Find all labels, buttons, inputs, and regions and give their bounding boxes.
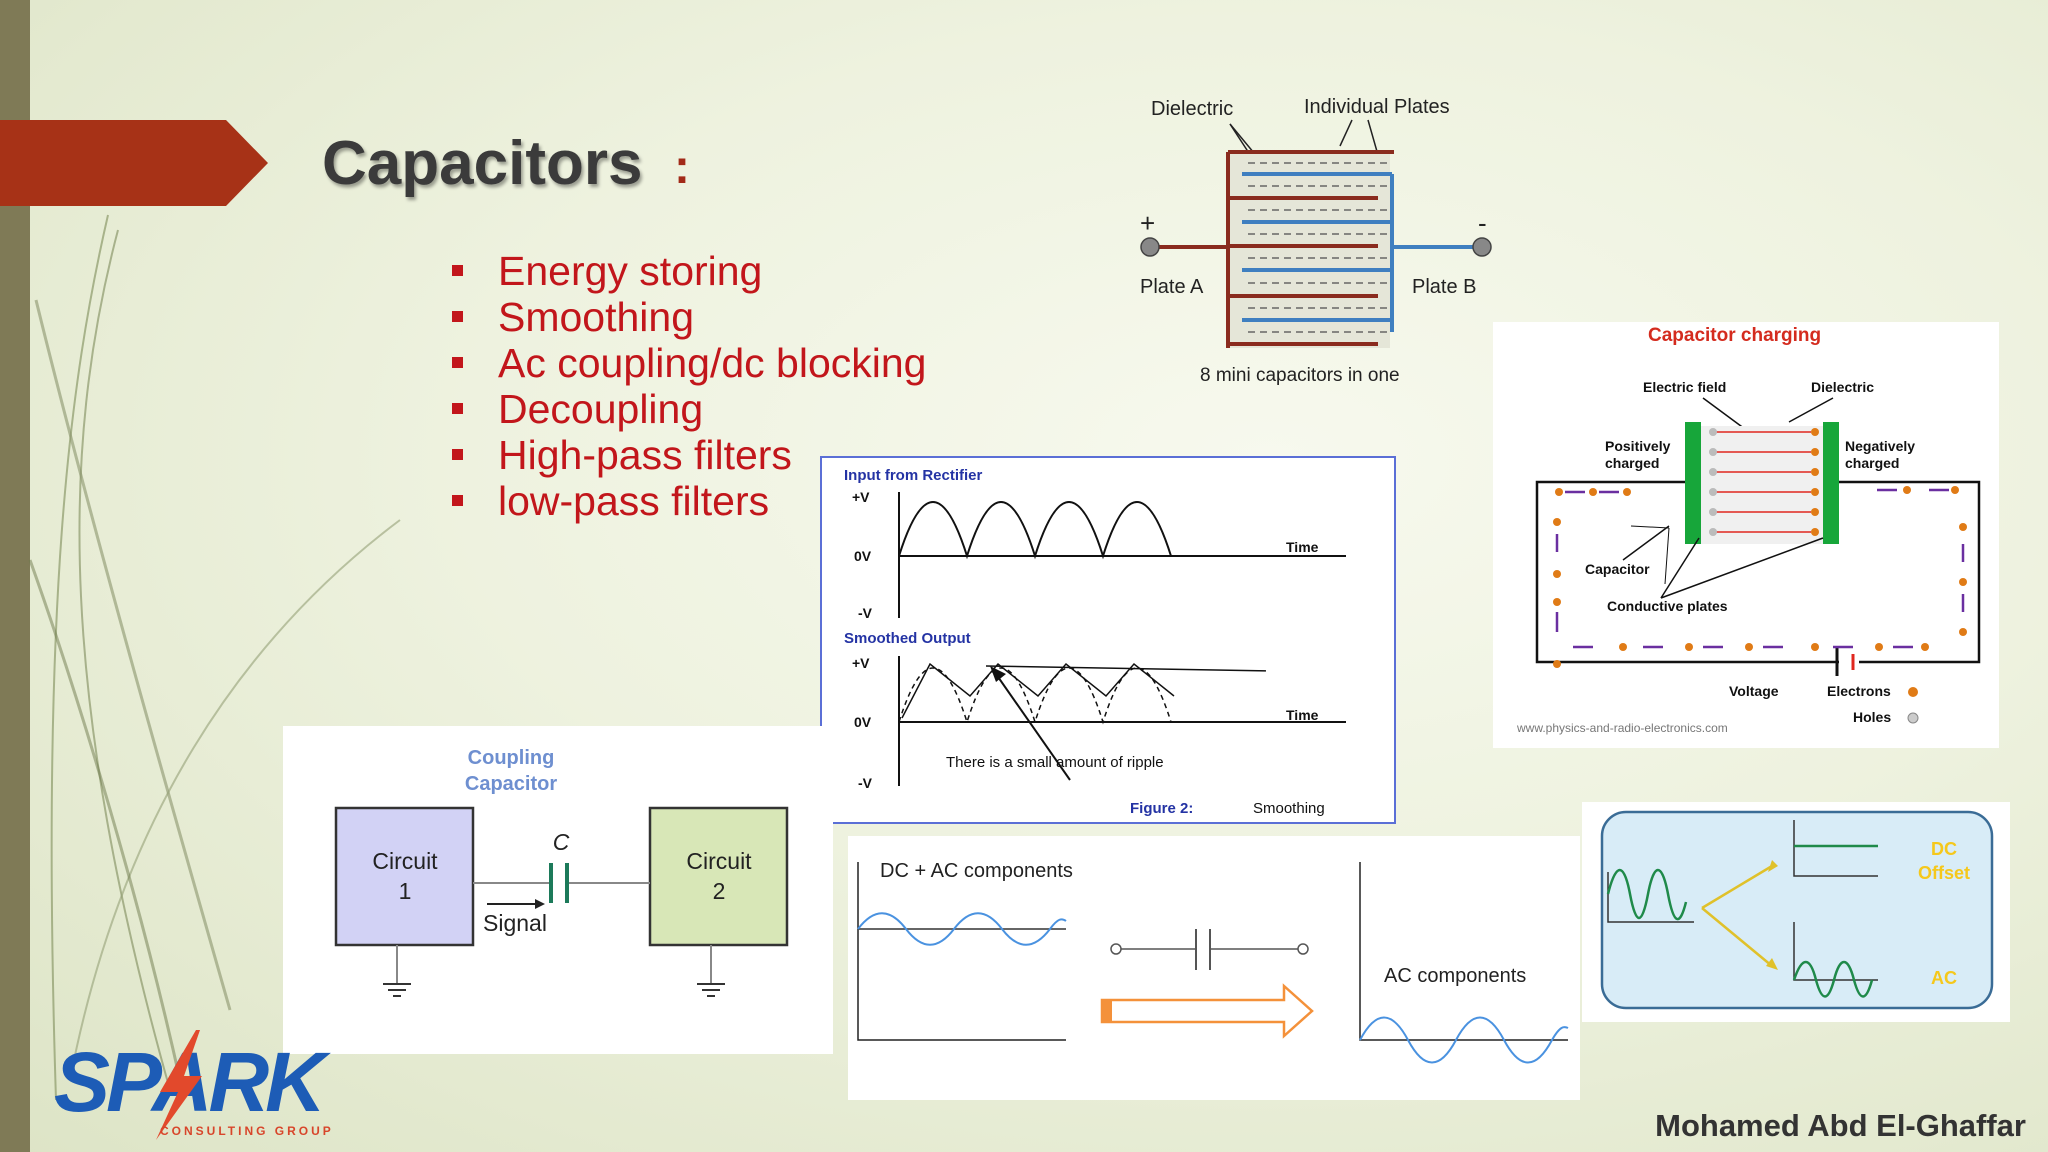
ripple-note: There is a small amount of ripple [946,754,1164,771]
dc-offset-ac-diagram: DC Offset AC [1582,802,2010,1022]
circuit1-label-2: 1 [399,878,412,904]
plate-b-label: Plate B [1412,276,1476,298]
bullet-marker-icon [452,357,463,368]
ac-label: AC [1931,968,1957,988]
signal-label: Signal [483,910,547,936]
circuit2-label-2: 2 [713,878,726,904]
title-arrow-banner [0,120,268,206]
bullet-item: Decoupling [448,386,926,432]
plate-a-label: Plate A [1140,276,1204,298]
circuit2-label-1: Circuit [686,848,752,874]
negatively-label-2: charged [1845,455,1899,471]
capacitor-label: Capacitor [1585,561,1650,577]
output-title: Smoothed Output [844,630,971,647]
title-colon: : [674,141,690,194]
bullet-marker-icon [452,311,463,322]
bullet-item: High-pass filters [448,432,926,478]
electric-field-label: Electric field [1643,379,1726,395]
plus-v-label-top: +V [852,489,870,505]
bullet-item: Ac coupling/dc blocking [448,340,926,386]
plus-label: + [1140,208,1155,238]
coupling-title-1: Coupling [468,747,555,769]
author-name: Mohamed Abd El-Ghaffar [1655,1108,2026,1143]
dc-ac-blocking-diagram: DC + AC components AC components [848,836,1580,1100]
bullet-text: Energy storing [498,248,763,294]
bullet-text: High-pass filters [498,432,792,478]
time-label-top: Time [1286,539,1319,555]
minus-label: - [1478,208,1487,238]
dc-ac-components-label: DC + AC components [880,860,1073,882]
capacitor-c-label: C [553,829,570,855]
decorative-grass-lines [28,214,401,1101]
positively-label-1: Positively [1605,438,1671,454]
voltage-label: Voltage [1729,683,1779,699]
slide-title: Capacitors [322,129,643,198]
dielectric-label: Dielectric [1811,379,1874,395]
zero-v-label-bottom: 0V [854,714,872,730]
coupling-capacitor-diagram: Coupling Capacitor Circuit 1 Circuit 2 C… [283,726,833,1054]
conductive-plates-label: Conductive plates [1607,598,1728,614]
plates-diagram: Dielectric Individual Plates + - Plate A… [1140,96,1492,386]
bullet-item: Smoothing [448,294,926,340]
dc-offset-label-2: Offset [1918,863,1970,883]
figure-label: Figure 2: [1130,800,1193,817]
plus-v-label-bottom: +V [852,655,870,671]
electrons-label: Electrons [1827,683,1891,699]
figure-caption: Smoothing [1253,800,1325,817]
individual-plates-label: Individual Plates [1304,96,1450,118]
holes-label: Holes [1853,709,1891,725]
coupling-title-2: Capacitor [465,773,557,795]
logo-subtitle: CONSULTING GROUP [160,1124,334,1138]
bullet-item: low-pass filters [448,478,926,524]
electron-legend-icon [1908,687,1918,697]
bullet-text: low-pass filters [498,478,770,524]
input-title: Input from Rectifier [844,467,983,484]
smoothing-diagram: Input from Rectifier +V 0V -V Time Smoot… [820,456,1396,824]
bullet-marker-icon [452,495,463,506]
bullet-text: Ac coupling/dc blocking [498,340,927,386]
dielectric-label: Dielectric [1151,98,1233,120]
bullet-list: Energy storing Smoothing Ac coupling/dc … [448,248,926,524]
time-label-bottom: Time [1286,707,1319,723]
bullet-text: Smoothing [498,294,695,340]
source-url: www.physics-and-radio-electronics.com [1516,721,1728,735]
minus-v-label-bottom: -V [858,775,873,791]
negatively-label-1: Negatively [1845,438,1915,454]
bullet-item: Energy storing [448,248,926,294]
bullet-marker-icon [452,403,463,414]
ac-components-label: AC components [1384,965,1526,987]
circuit1-label-1: Circuit [372,848,438,874]
bullet-text: Decoupling [498,386,704,432]
plates-caption: 8 mini capacitors in one [1200,365,1400,386]
capacitor-charging-diagram: Capacitor charging Electric field Dielec… [1493,322,1999,748]
minus-v-label-top: -V [858,605,873,621]
positively-label-2: charged [1605,455,1659,471]
charging-title: Capacitor charging [1648,325,1821,346]
zero-v-label-top: 0V [854,548,872,564]
dc-offset-label-1: DC [1931,839,1957,859]
bullet-marker-icon [452,449,463,460]
bullet-marker-icon [452,265,463,276]
logo-bolt-icon [156,1030,202,1140]
hole-legend-icon [1907,712,1919,724]
